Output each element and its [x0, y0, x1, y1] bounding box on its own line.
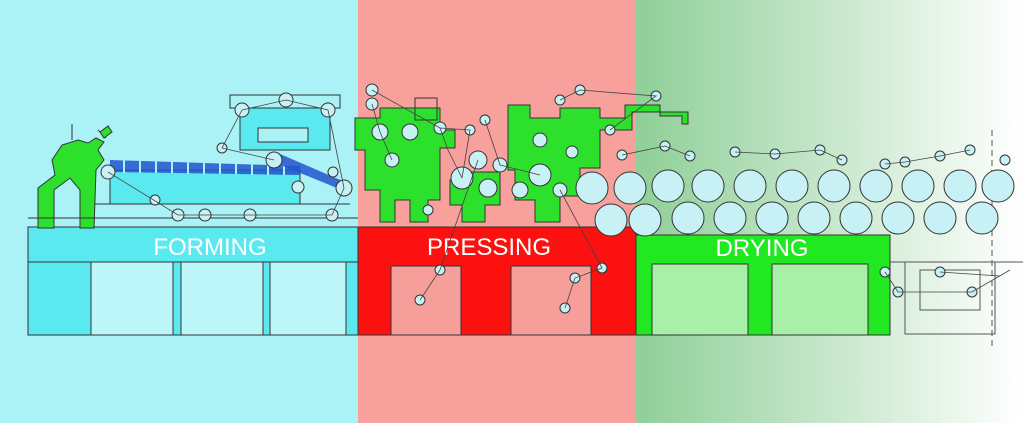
forming-window	[90, 261, 174, 336]
dryer-cylinders-bottom	[594, 201, 999, 237]
forming-window	[269, 261, 347, 336]
dryer-felt-lines	[621, 145, 1011, 293]
drying-window	[771, 263, 869, 336]
foil-blade-ticks	[123, 160, 285, 175]
pressing-label: PRESSING	[427, 234, 551, 261]
drying-section: DRYING	[575, 130, 1023, 350]
drying-window	[651, 263, 749, 336]
headbox	[37, 137, 105, 229]
forming-section: FORMING	[27, 92, 359, 336]
dryer-cylinders-top	[575, 169, 1015, 205]
pressing-background	[358, 0, 636, 423]
forming-wire-lines	[107, 99, 345, 216]
forming-rolls	[100, 92, 353, 222]
press-felt-lines	[371, 89, 658, 309]
forming-label: FORMING	[153, 234, 266, 261]
wire-table	[109, 169, 301, 205]
press-frame-3	[507, 104, 661, 223]
forming-window	[180, 261, 264, 336]
drying-label: DRYING	[716, 235, 809, 262]
reel-outline	[890, 130, 1023, 350]
pressing-window	[390, 265, 462, 336]
pressing-section: PRESSING	[354, 83, 689, 336]
